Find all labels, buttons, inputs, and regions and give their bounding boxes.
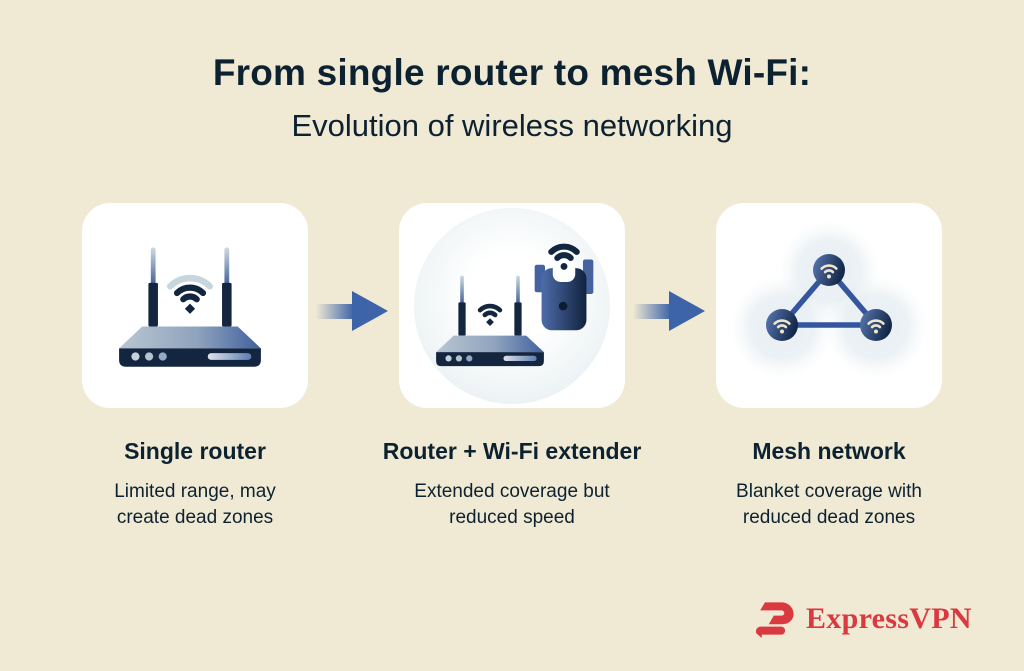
panel-label-router-extender: Router + Wi-Fi extender Extended coverag… xyxy=(362,438,662,531)
mesh-node-icon xyxy=(766,309,798,341)
panel-title: Router + Wi-Fi extender xyxy=(382,438,642,464)
mesh-node-icon xyxy=(813,254,845,286)
panel-router-extender xyxy=(399,203,625,408)
wifi-outer-arc xyxy=(166,274,214,290)
panel-description-line: reduced speed xyxy=(449,507,575,528)
panel-title: Single router xyxy=(124,438,266,464)
panel-single-router xyxy=(82,203,308,408)
arrow-right-icon xyxy=(633,291,705,331)
arrow-right-icon xyxy=(316,291,388,331)
panel-label-single-router: Single router Limited range, may create … xyxy=(45,438,345,531)
panel-description-line: create dead zones xyxy=(116,507,274,528)
panel-label-mesh-network: Mesh network Blanket coverage with reduc… xyxy=(679,438,979,531)
panel-mesh-network xyxy=(716,203,942,408)
brand-wordmark: ExpressVPN xyxy=(806,602,972,635)
panel-description-line: Limited range, may xyxy=(114,481,276,502)
panel-description-line: Extended coverage but xyxy=(414,481,610,502)
page-subtitle: Evolution of wireless networking xyxy=(291,108,733,143)
router-icon xyxy=(433,269,547,368)
mesh-node-icon xyxy=(860,309,892,341)
wifi-extender-icon xyxy=(532,225,596,332)
router-icon xyxy=(115,239,265,369)
mesh-network-icon xyxy=(731,221,927,378)
brand-logo[interactable]: ExpressVPN xyxy=(752,599,972,639)
page-title: From single router to mesh Wi-Fi: xyxy=(212,52,812,93)
panel-description-line: reduced dead zones xyxy=(742,507,916,528)
panel-description-line: Blanket coverage with xyxy=(736,481,922,502)
expressvpn-logo-icon xyxy=(755,602,794,639)
panel-title: Mesh network xyxy=(752,438,906,464)
